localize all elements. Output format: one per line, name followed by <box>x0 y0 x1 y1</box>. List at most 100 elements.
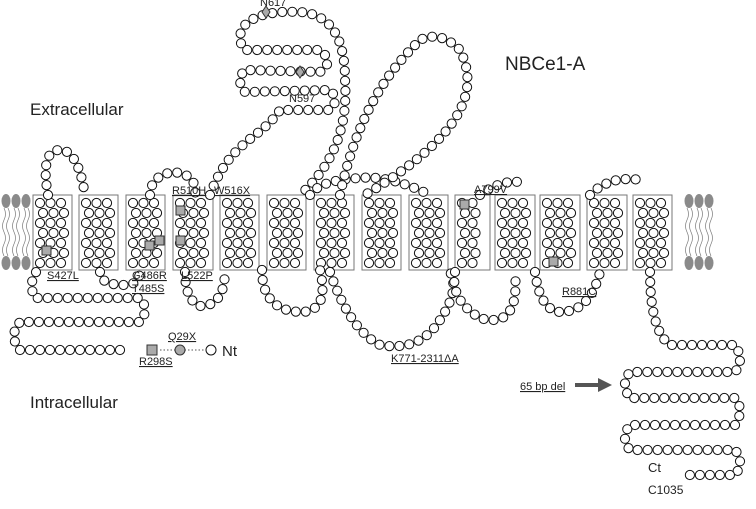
residue <box>54 344 66 356</box>
residue <box>377 247 388 259</box>
residue <box>304 189 316 201</box>
residue <box>148 197 160 209</box>
residue <box>174 257 186 269</box>
residue <box>445 37 457 48</box>
residue <box>520 207 532 219</box>
residue <box>235 247 246 259</box>
residue <box>366 247 378 259</box>
residue <box>282 44 293 56</box>
residue <box>517 217 529 229</box>
residue <box>132 292 143 304</box>
residue <box>387 227 399 239</box>
residue <box>622 388 633 399</box>
residue <box>303 104 314 116</box>
residue <box>534 286 545 297</box>
residue <box>622 424 633 435</box>
residue <box>212 171 224 182</box>
residue <box>329 227 340 239</box>
residue <box>510 247 521 259</box>
residue <box>316 275 327 286</box>
glycosylation-diamond-icon <box>261 5 271 19</box>
residue <box>235 38 247 49</box>
residue <box>658 247 670 259</box>
residue <box>328 144 339 155</box>
residue <box>245 227 257 239</box>
residue <box>387 247 399 259</box>
residue <box>83 227 95 239</box>
residue <box>307 9 318 20</box>
residue <box>645 276 656 288</box>
residue <box>531 276 542 287</box>
residue <box>249 86 260 97</box>
lipid-head <box>694 194 704 208</box>
residue <box>195 197 207 209</box>
residue <box>245 207 257 219</box>
residue <box>198 247 210 259</box>
residue <box>336 237 348 249</box>
residue <box>731 446 742 458</box>
residue <box>240 19 251 30</box>
residue <box>41 180 52 191</box>
residue <box>362 188 373 199</box>
residue <box>679 392 690 404</box>
residue <box>609 217 621 229</box>
residue <box>619 433 631 444</box>
mutation-t485s: T485S <box>132 283 164 295</box>
transmembrane-segments <box>32 194 673 271</box>
residue <box>702 444 713 456</box>
residue <box>659 419 671 431</box>
residue <box>337 180 348 191</box>
residue <box>123 316 134 328</box>
residue <box>363 104 374 116</box>
residue <box>34 217 46 229</box>
residue <box>709 392 720 404</box>
residue <box>259 86 270 97</box>
residue <box>345 151 356 162</box>
residue <box>387 207 399 219</box>
residue <box>101 237 113 249</box>
residue <box>645 237 656 249</box>
residue <box>315 237 327 249</box>
residue <box>684 469 696 481</box>
membrane <box>1 194 714 270</box>
residue <box>315 197 327 209</box>
residue <box>223 154 234 165</box>
residue <box>188 177 199 188</box>
residue <box>358 327 369 338</box>
residue <box>648 207 659 219</box>
residue <box>329 98 340 109</box>
residue <box>413 335 424 346</box>
residue <box>409 40 420 51</box>
residue <box>655 237 667 249</box>
residue <box>348 141 359 152</box>
residue <box>80 197 92 209</box>
residue <box>731 365 742 376</box>
residue <box>297 7 308 18</box>
residue <box>339 170 350 181</box>
residue <box>470 227 481 239</box>
residue <box>273 106 285 117</box>
residue <box>552 217 563 229</box>
residue <box>232 217 243 229</box>
residue <box>629 419 641 431</box>
residue <box>24 344 36 356</box>
residue <box>363 257 375 269</box>
mutant-residue <box>548 256 559 267</box>
residue <box>255 65 266 76</box>
residue <box>591 227 603 239</box>
residue <box>285 66 296 77</box>
residue <box>195 300 206 312</box>
residue <box>446 118 457 129</box>
c-terminus-residue-label: C1035 <box>648 483 684 497</box>
residue <box>732 465 743 476</box>
residue <box>181 170 192 181</box>
residue <box>634 237 646 249</box>
residue <box>103 316 115 328</box>
residue <box>271 227 283 239</box>
residue <box>208 180 219 191</box>
residue <box>409 182 420 193</box>
residue <box>470 247 481 259</box>
residue <box>424 247 435 259</box>
residue <box>289 237 301 249</box>
